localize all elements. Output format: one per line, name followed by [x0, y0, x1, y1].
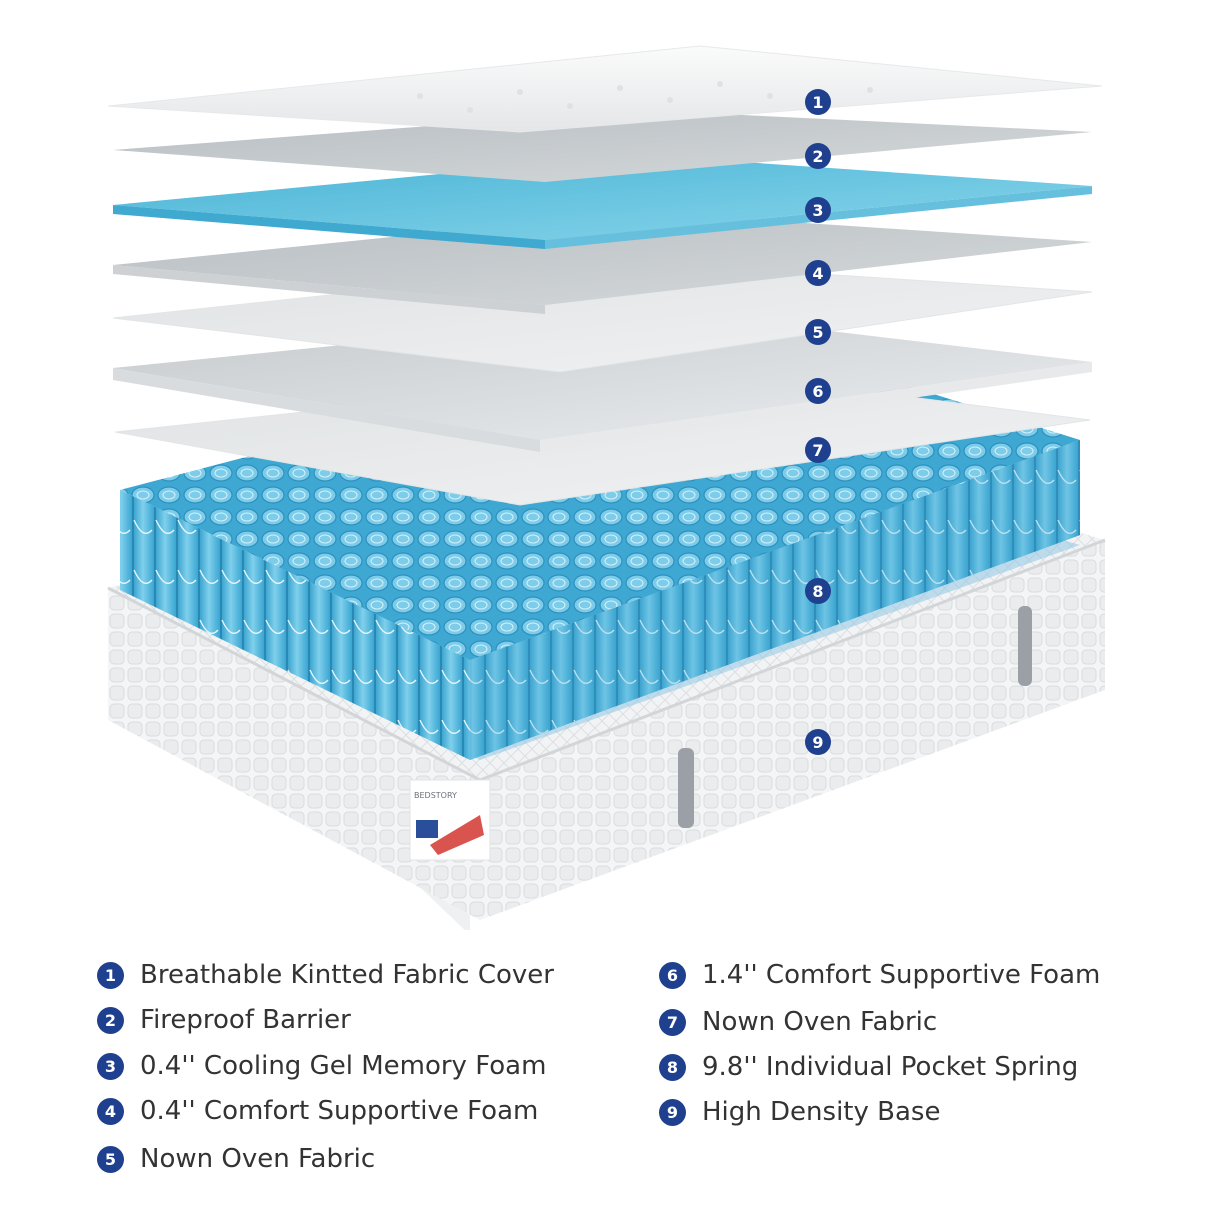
badge-layer-7: 7 — [805, 437, 831, 463]
legend-item-2: 2 Fireproof Barrier — [97, 1005, 351, 1035]
badge-layer-6: 6 — [805, 378, 831, 404]
legend-number-2: 2 — [97, 1006, 124, 1034]
legend-number-1: 1 — [97, 961, 124, 989]
badge-layer-2: 2 — [805, 143, 831, 169]
legend-number-4: 4 — [97, 1097, 124, 1125]
legend-number-3: 3 — [97, 1052, 124, 1080]
legend-label-6: 1.4'' Comfort Supportive Foam — [702, 960, 1101, 990]
legend-item-9: 9 High Density Base — [659, 1097, 940, 1127]
legend-item-1: 1 Breathable Kintted Fabric Cover — [97, 960, 554, 990]
legend-label-7: Nown Oven Fabric — [702, 1007, 938, 1037]
layer-4 — [113, 212, 1092, 305]
layer-2 — [113, 110, 1092, 182]
legend-label-1: Breathable Kintted Fabric Cover — [140, 960, 554, 990]
legend-item-8: 8 9.8'' Individual Pocket Spring — [659, 1052, 1078, 1082]
badge-layer-9: 9 — [805, 729, 831, 755]
badge-layer-4: 4 — [805, 260, 831, 286]
legend-number-7: 7 — [659, 1008, 686, 1036]
brand-text: BEDSTORY — [414, 791, 457, 800]
legend-item-4: 4 0.4'' Comfort Supportive Foam — [97, 1096, 538, 1126]
legend-label-4: 0.4'' Comfort Supportive Foam — [140, 1096, 539, 1126]
legend-item-7: 7 Nown Oven Fabric — [659, 1007, 937, 1037]
badge-layer-8: 8 — [805, 578, 831, 604]
legend-label-2: Fireproof Barrier — [140, 1005, 351, 1035]
legend-label-8: 9.8'' Individual Pocket Spring — [702, 1052, 1079, 1082]
badge-layer-1: 1 — [805, 89, 831, 115]
legend-label-3: 0.4'' Cooling Gel Memory Foam — [140, 1051, 547, 1081]
badge-layer-3: 3 — [805, 197, 831, 223]
legend-number-9: 9 — [659, 1098, 686, 1126]
legend-number-5: 5 — [97, 1145, 124, 1173]
legend-label-9: High Density Base — [702, 1097, 941, 1127]
legend-item-6: 6 1.4'' Comfort Supportive Foam — [659, 960, 1100, 990]
mattress-illustration: BEDSTORY — [107, 45, 1106, 930]
brand-label: BEDSTORY — [409, 779, 491, 861]
legend-item-3: 3 0.4'' Cooling Gel Memory Foam — [97, 1051, 546, 1081]
legend-item-5: 5 Nown Oven Fabric — [97, 1144, 375, 1174]
layer-1 — [107, 45, 1103, 133]
legend-label-5: Nown Oven Fabric — [140, 1144, 376, 1174]
legend-number-8: 8 — [659, 1053, 686, 1081]
legend-number-6: 6 — [659, 961, 686, 989]
badge-layer-5: 5 — [805, 319, 831, 345]
layer-3 — [113, 155, 1092, 240]
